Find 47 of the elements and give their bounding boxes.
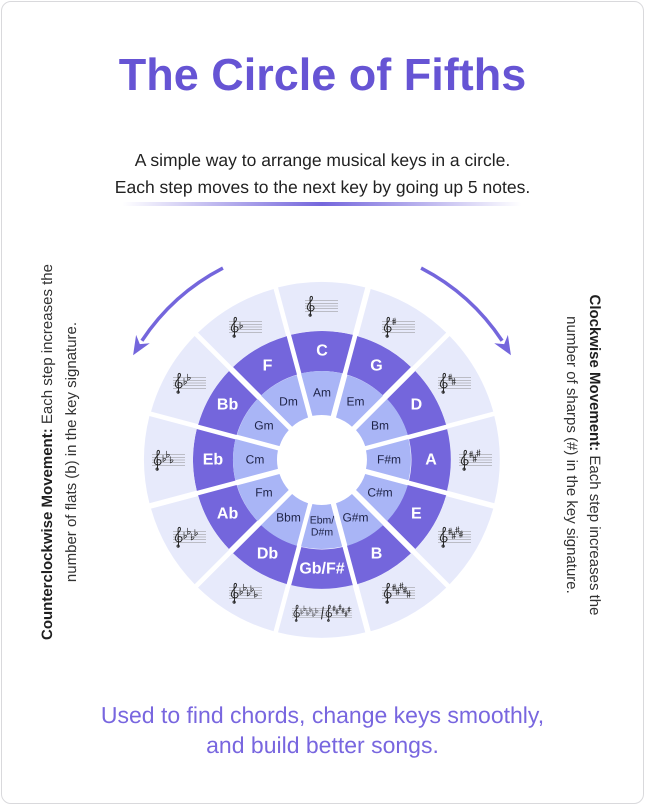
major-key-label: A xyxy=(425,450,437,470)
minor-key-label: Bbm xyxy=(276,511,301,525)
major-key-label: F xyxy=(262,356,272,376)
major-key-sector xyxy=(232,336,297,396)
key-signature-sector xyxy=(144,416,197,504)
major-key-label: Bb xyxy=(216,396,238,415)
minor-key-label: F#m xyxy=(376,453,401,467)
minor-key-label: Bm xyxy=(371,420,390,434)
major-key-sector xyxy=(386,370,446,435)
major-key-sector xyxy=(347,524,412,584)
key-signature-sector xyxy=(278,585,366,638)
minor-key-sector xyxy=(366,439,411,481)
minor-key-label: C#m xyxy=(367,486,393,500)
title: The Circle of Fifths xyxy=(118,50,526,100)
tagline-text: Used to find chords, change keys smoothly, and build better songs. xyxy=(100,701,546,760)
major-key-sector xyxy=(347,336,412,396)
major-key-label: E xyxy=(411,504,422,524)
major-key-label: Gb/F# xyxy=(299,559,345,578)
major-key-sector xyxy=(291,546,353,589)
minor-key-sector xyxy=(233,439,278,481)
major-key-label: D xyxy=(410,396,422,415)
major-key-sector xyxy=(408,429,451,491)
minor-key-label: Ebm/ D#m xyxy=(308,515,336,539)
minor-key-label: G#m xyxy=(342,511,368,525)
minor-key-sector xyxy=(301,371,343,416)
minor-key-label: Em xyxy=(346,395,364,409)
subtitle-text: A simple way to arrange musical keys in a circle. xyxy=(134,149,510,172)
minor-key-label: Fm xyxy=(255,486,273,500)
major-key-sector xyxy=(192,429,236,491)
minor-key-sector xyxy=(301,504,343,549)
minor-key-label: Gm xyxy=(254,420,274,434)
major-key-sector xyxy=(198,485,258,550)
major-key-label: G xyxy=(370,356,383,376)
side-note: Counterclockwise Movement: Each step increases the number of flats (b) in the key signature. xyxy=(38,263,81,642)
major-key-label: B xyxy=(370,544,382,564)
subtitle-text: Each step moves to the next key by going up 5 notes. xyxy=(114,176,530,199)
major-key-sector xyxy=(291,330,353,374)
minor-key-label: Cm xyxy=(246,453,264,467)
major-key-label: Db xyxy=(256,544,278,564)
major-key-label: Ab xyxy=(216,504,238,524)
major-key-label: Eb xyxy=(202,450,224,470)
key-signature-sector xyxy=(447,416,500,504)
key-signature-sector xyxy=(278,282,366,335)
major-key-sector xyxy=(232,524,297,584)
major-key-label: C xyxy=(316,341,328,360)
minor-key-label: Am xyxy=(312,386,331,400)
minor-key-label: Dm xyxy=(279,395,298,409)
